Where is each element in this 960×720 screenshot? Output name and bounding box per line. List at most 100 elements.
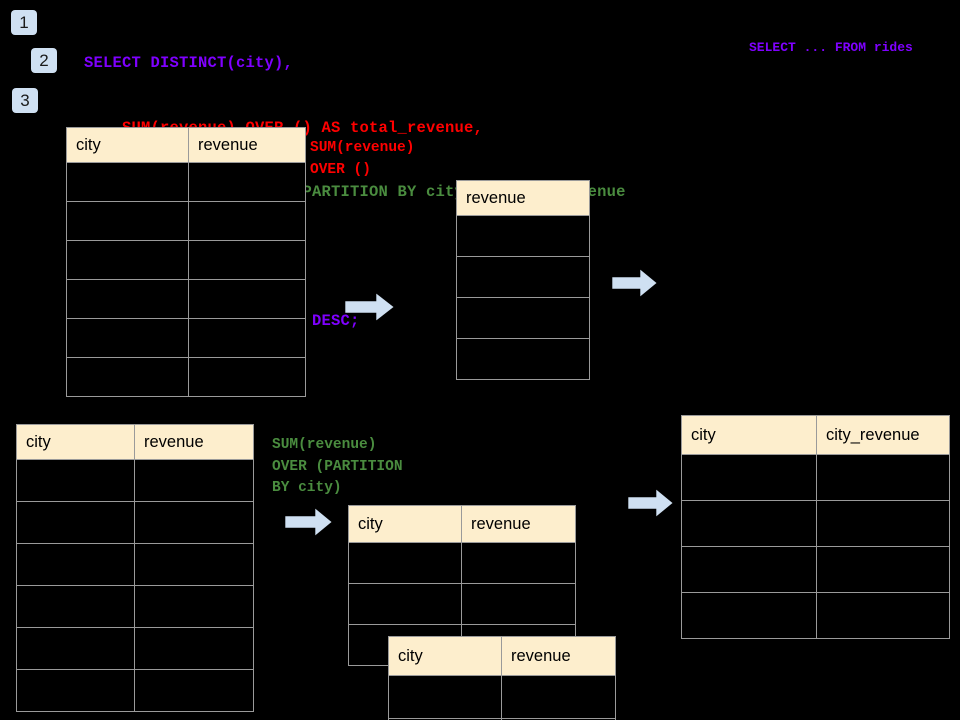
table-row bbox=[66, 201, 306, 241]
table-row bbox=[16, 501, 254, 544]
table-rides-source-bottom: city revenue bbox=[16, 424, 254, 712]
column-header-city-revenue: city_revenue bbox=[816, 415, 950, 455]
cell-city bbox=[16, 627, 135, 670]
cell-revenue bbox=[501, 718, 616, 720]
table-row bbox=[16, 669, 254, 712]
table-partition-group-a: city revenue bbox=[348, 505, 576, 666]
table-total-revenue: revenue bbox=[456, 180, 590, 380]
cell-revenue bbox=[461, 583, 576, 625]
cell-city bbox=[16, 669, 135, 712]
cell-revenue bbox=[134, 585, 254, 628]
cell-city bbox=[681, 592, 817, 639]
table-header-row: revenue bbox=[456, 180, 590, 216]
column-header-revenue: revenue bbox=[461, 505, 576, 543]
table-row bbox=[66, 357, 306, 397]
side-note-select-from-rides: SELECT ... FROM rides bbox=[749, 40, 913, 55]
table-row bbox=[456, 338, 590, 380]
cell-revenue bbox=[461, 542, 576, 584]
cell-city bbox=[16, 459, 135, 502]
cell-city bbox=[388, 675, 502, 719]
column-header-revenue: revenue bbox=[188, 127, 306, 163]
cell-revenue bbox=[134, 669, 254, 712]
cell-city-revenue bbox=[816, 546, 950, 593]
table-row bbox=[388, 675, 616, 719]
table-header-row: city city_revenue bbox=[681, 415, 950, 455]
table-header-row: city revenue bbox=[388, 636, 616, 676]
table-row bbox=[456, 256, 590, 298]
cell-city bbox=[66, 279, 189, 319]
cell-city bbox=[66, 357, 189, 397]
table-row bbox=[16, 543, 254, 586]
table-row bbox=[456, 215, 590, 257]
column-header-revenue: revenue bbox=[134, 424, 254, 460]
cell-revenue bbox=[188, 357, 306, 397]
cell-revenue bbox=[501, 675, 616, 719]
table-row bbox=[456, 297, 590, 339]
cell-revenue bbox=[456, 215, 590, 257]
table-partition-group-b: city revenue bbox=[388, 636, 616, 720]
cell-city bbox=[66, 240, 189, 280]
table-row bbox=[681, 592, 950, 639]
cell-revenue bbox=[188, 279, 306, 319]
cell-revenue bbox=[188, 162, 306, 202]
cell-city bbox=[681, 454, 817, 501]
annotation-sum-over-empty: SUM(revenue) OVER () bbox=[310, 140, 415, 178]
cell-city bbox=[681, 546, 817, 593]
column-header-city: city bbox=[66, 127, 189, 163]
table-row bbox=[66, 240, 306, 280]
table-result-distinct-city-revenue: city city_revenue bbox=[681, 415, 950, 639]
arrow-right-icon-total-to-result bbox=[612, 267, 658, 299]
cell-revenue bbox=[134, 459, 254, 502]
arrow-right-icon-partition-to-result bbox=[628, 487, 674, 519]
table-row bbox=[16, 585, 254, 628]
cell-city bbox=[16, 585, 135, 628]
cell-revenue bbox=[134, 627, 254, 670]
table-row bbox=[348, 542, 576, 584]
table-row bbox=[66, 279, 306, 319]
cell-revenue bbox=[188, 201, 306, 241]
cell-city-revenue bbox=[816, 454, 950, 501]
sql-line-select: SELECT DISTINCT(city), bbox=[84, 54, 294, 72]
cell-revenue bbox=[134, 543, 254, 586]
column-header-revenue: revenue bbox=[456, 180, 590, 216]
table-row bbox=[66, 318, 306, 358]
cell-city bbox=[66, 318, 189, 358]
cell-city-revenue bbox=[816, 500, 950, 547]
cell-city bbox=[348, 542, 462, 584]
table-row bbox=[681, 454, 950, 501]
column-header-city: city bbox=[681, 415, 817, 455]
cell-city-revenue bbox=[816, 592, 950, 639]
column-header-city: city bbox=[16, 424, 135, 460]
column-header-revenue: revenue bbox=[501, 636, 616, 676]
cell-city bbox=[66, 162, 189, 202]
cell-revenue bbox=[456, 256, 590, 298]
table-header-row: city revenue bbox=[66, 127, 306, 163]
step-badge-3: 3 bbox=[12, 88, 38, 113]
table-row bbox=[16, 627, 254, 670]
table-row bbox=[681, 500, 950, 547]
table-row bbox=[388, 718, 616, 720]
cell-city bbox=[16, 501, 135, 544]
table-header-row: city revenue bbox=[348, 505, 576, 543]
table-row bbox=[681, 546, 950, 593]
table-rides-source-top: city revenue bbox=[66, 127, 306, 397]
cell-city bbox=[681, 500, 817, 547]
cell-revenue bbox=[134, 501, 254, 544]
column-header-city: city bbox=[388, 636, 502, 676]
arrow-right-icon-rides-to-total bbox=[345, 291, 395, 323]
cell-revenue bbox=[188, 240, 306, 280]
cell-revenue bbox=[456, 297, 590, 339]
table-row bbox=[348, 583, 576, 625]
column-header-city: city bbox=[348, 505, 462, 543]
cell-revenue bbox=[456, 338, 590, 380]
table-row bbox=[66, 162, 306, 202]
cell-revenue bbox=[188, 318, 306, 358]
table-header-row: city revenue bbox=[16, 424, 254, 460]
cell-city bbox=[66, 201, 189, 241]
step-badge-1: 1 bbox=[11, 10, 37, 35]
cell-city bbox=[348, 583, 462, 625]
arrow-right-icon-rides-to-partition bbox=[285, 506, 333, 538]
step-badge-2: 2 bbox=[31, 48, 57, 73]
annotation-sum-over-partition: SUM(revenue) OVER (PARTITION BY city) bbox=[272, 437, 403, 496]
